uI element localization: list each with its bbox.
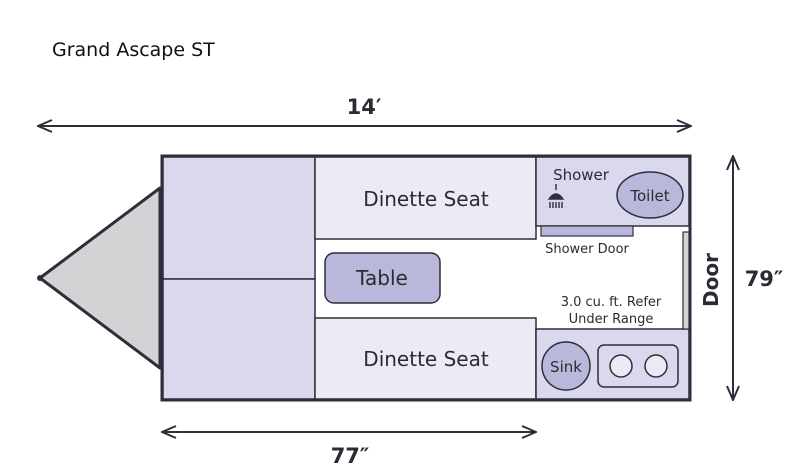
toilet-label: Toilet — [629, 187, 669, 205]
dinette-seat-bottom — [314, 317, 537, 400]
page-title: Grand Ascape ST — [52, 39, 215, 61]
dinette-dimension-label: 77″ — [331, 444, 370, 468]
stove-burner-icon — [644, 354, 668, 378]
length-dimension-label: 14′ — [347, 95, 382, 119]
stove-burner-icon — [609, 354, 633, 378]
table-label: Table — [355, 266, 408, 290]
hitch-point — [37, 275, 43, 281]
front-bed-bottom — [162, 278, 316, 400]
shower-door — [540, 225, 634, 237]
dinette-seat-bottom-label: Dinette Seat — [363, 347, 489, 371]
shower-label: Shower — [553, 166, 610, 184]
width-dimension-label: 79″ — [745, 267, 784, 291]
refer-label-line2: Under Range — [569, 312, 654, 327]
toilet — [616, 171, 684, 219]
sink — [541, 341, 591, 391]
refer-label-line1: 3.0 cu. ft. Refer — [561, 295, 662, 310]
door-label: Door — [699, 253, 723, 307]
shower-door-label: Shower Door — [545, 242, 629, 257]
sink-label: Sink — [550, 358, 582, 376]
front-bed-top — [162, 156, 316, 280]
trailer-tongue — [38, 186, 162, 370]
entry-door — [682, 231, 690, 330]
dinette-seat-top — [314, 156, 537, 240]
shower-head-icon — [547, 184, 565, 208]
dinette-seat-top-label: Dinette Seat — [363, 187, 489, 211]
table — [324, 252, 441, 304]
